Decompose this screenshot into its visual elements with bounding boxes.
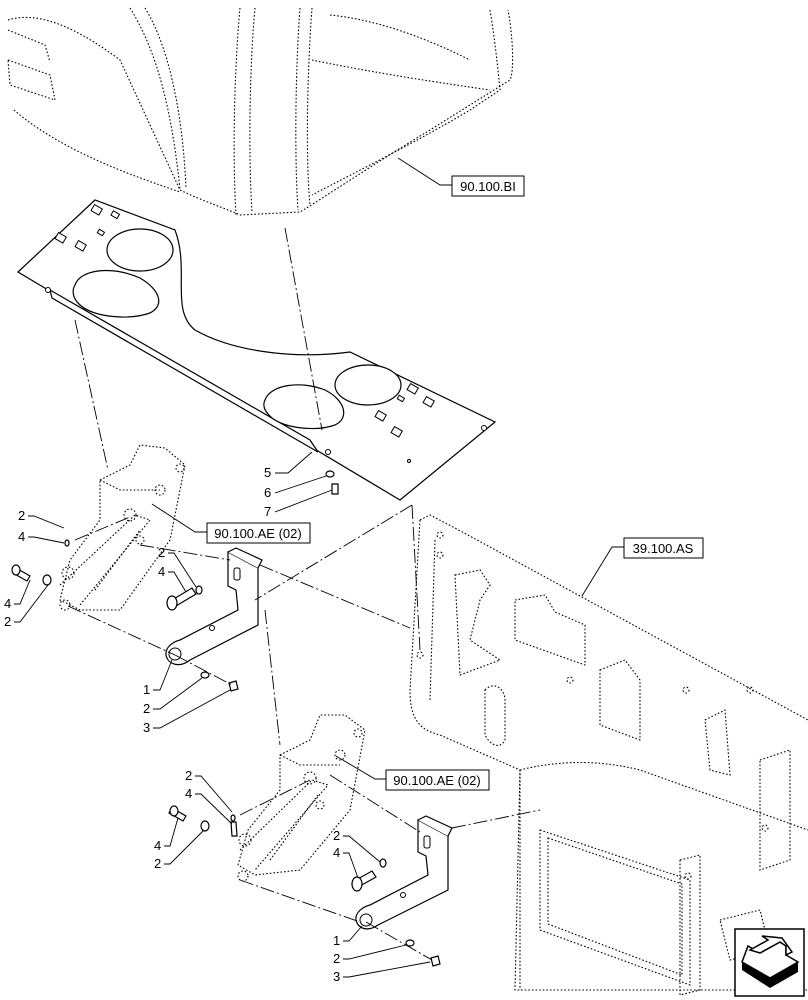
callout-4: 4 <box>158 564 165 579</box>
callout-1: 1 <box>333 933 340 948</box>
callout-2: 2 <box>4 614 11 629</box>
callout-4: 4 <box>18 529 25 544</box>
upper-fasteners <box>11 539 239 692</box>
lower-bracket <box>355 815 453 930</box>
next-page-arrow-icon[interactable] <box>734 928 805 997</box>
callout-2: 2 <box>154 856 161 871</box>
callout-2: 2 <box>185 768 192 783</box>
callout-3: 3 <box>143 720 150 735</box>
callout-5: 5 <box>264 465 271 480</box>
lower-hinge <box>237 714 366 882</box>
callout-2: 2 <box>18 508 25 523</box>
callout-7: 7 <box>264 504 271 519</box>
plate-hardware <box>325 470 339 495</box>
lower-fasteners <box>168 805 441 967</box>
callout-4: 4 <box>185 786 192 801</box>
callout-2: 2 <box>143 701 150 716</box>
callout-4: 4 <box>333 845 340 860</box>
callout-2: 2 <box>158 545 165 560</box>
callout-6: 6 <box>264 485 271 500</box>
callout-4: 4 <box>154 838 161 853</box>
callouts: 5 6 7 2 4 4 2 2 4 1 2 3 2 4 4 2 <box>4 451 431 984</box>
callout-2: 2 <box>333 828 340 843</box>
reference-cab[interactable]: 90.100.BI <box>397 157 525 197</box>
mounting-plate <box>17 199 497 501</box>
callout-4: 4 <box>4 596 11 611</box>
reference-hinge-upper-label: 90.100.AE (02) <box>214 526 301 541</box>
reference-hinge-lower-label: 90.100.AE (02) <box>393 773 480 788</box>
reference-frame-label: 39.100.AS <box>633 541 694 556</box>
reference-frame[interactable]: 39.100.AS <box>581 537 704 597</box>
assembly-center-lines <box>67 227 541 961</box>
reference-hinge-lower[interactable]: 90.100.AE (02) <box>335 755 490 791</box>
callout-2: 2 <box>333 951 340 966</box>
callout-1: 1 <box>143 682 150 697</box>
frame-outline <box>409 514 808 996</box>
callout-3: 3 <box>333 969 340 984</box>
upper-hinge <box>59 444 186 611</box>
upper-bracket <box>165 547 263 666</box>
plate-fasteners <box>45 203 487 463</box>
reference-cab-label: 90.100.BI <box>460 179 516 194</box>
reference-hinge-upper[interactable]: 90.100.AE (02) <box>151 503 311 544</box>
cab-outline <box>7 7 514 216</box>
